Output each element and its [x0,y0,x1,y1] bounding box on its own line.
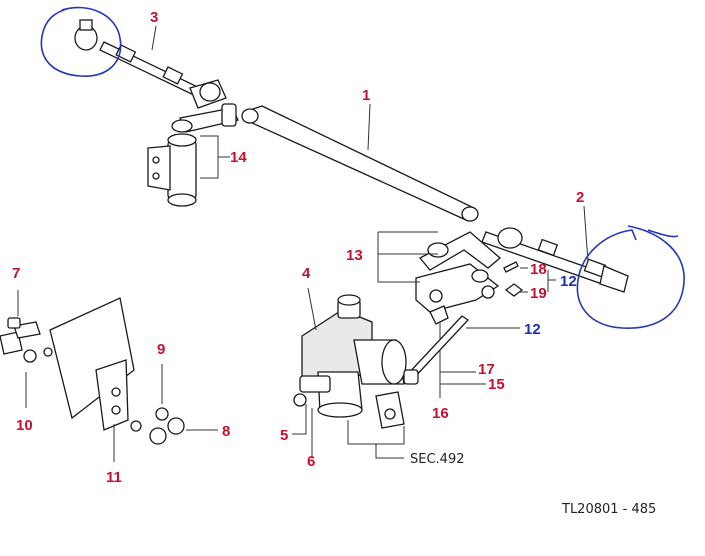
callout-6: 6 [307,453,316,470]
callout-12-lower: 12 [524,321,541,338]
right-bracket-assembly [377,231,502,398]
right-circle-annotation [576,225,685,329]
callout-10: 10 [16,417,33,434]
callout-19: 19 [530,285,547,302]
callout-16: 16 [432,405,449,422]
callout-2: 2 [576,189,585,206]
callout-8: 8 [222,423,231,440]
callout-1: 1 [362,87,371,104]
callout-17: 17 [478,361,495,378]
left-circle-annotation [40,6,122,77]
idler-arm-assembly [147,103,239,207]
callout-13: 13 [346,247,363,264]
right-tie-rod [481,205,629,293]
callout-15: 15 [488,376,505,393]
callout-4: 4 [302,265,311,282]
callout-5: 5 [280,427,289,444]
callout-18: 18 [530,261,547,278]
callout-12-upper: 12 [560,273,577,290]
callout-9: 9 [157,341,166,358]
callout-14: 14 [230,149,247,166]
left-mounting-bracket [0,290,218,462]
steering-gear-box [292,287,419,459]
callout-7: 7 [12,265,21,282]
callout-11: 11 [106,469,122,486]
center-link [241,103,479,222]
callout-3: 3 [150,9,159,26]
drawing-id: TL20801 - 485 [562,502,657,517]
rod-and-hardware [405,261,556,385]
section-reference: SEC.492 [410,452,465,467]
left-tie-rod [74,19,227,109]
